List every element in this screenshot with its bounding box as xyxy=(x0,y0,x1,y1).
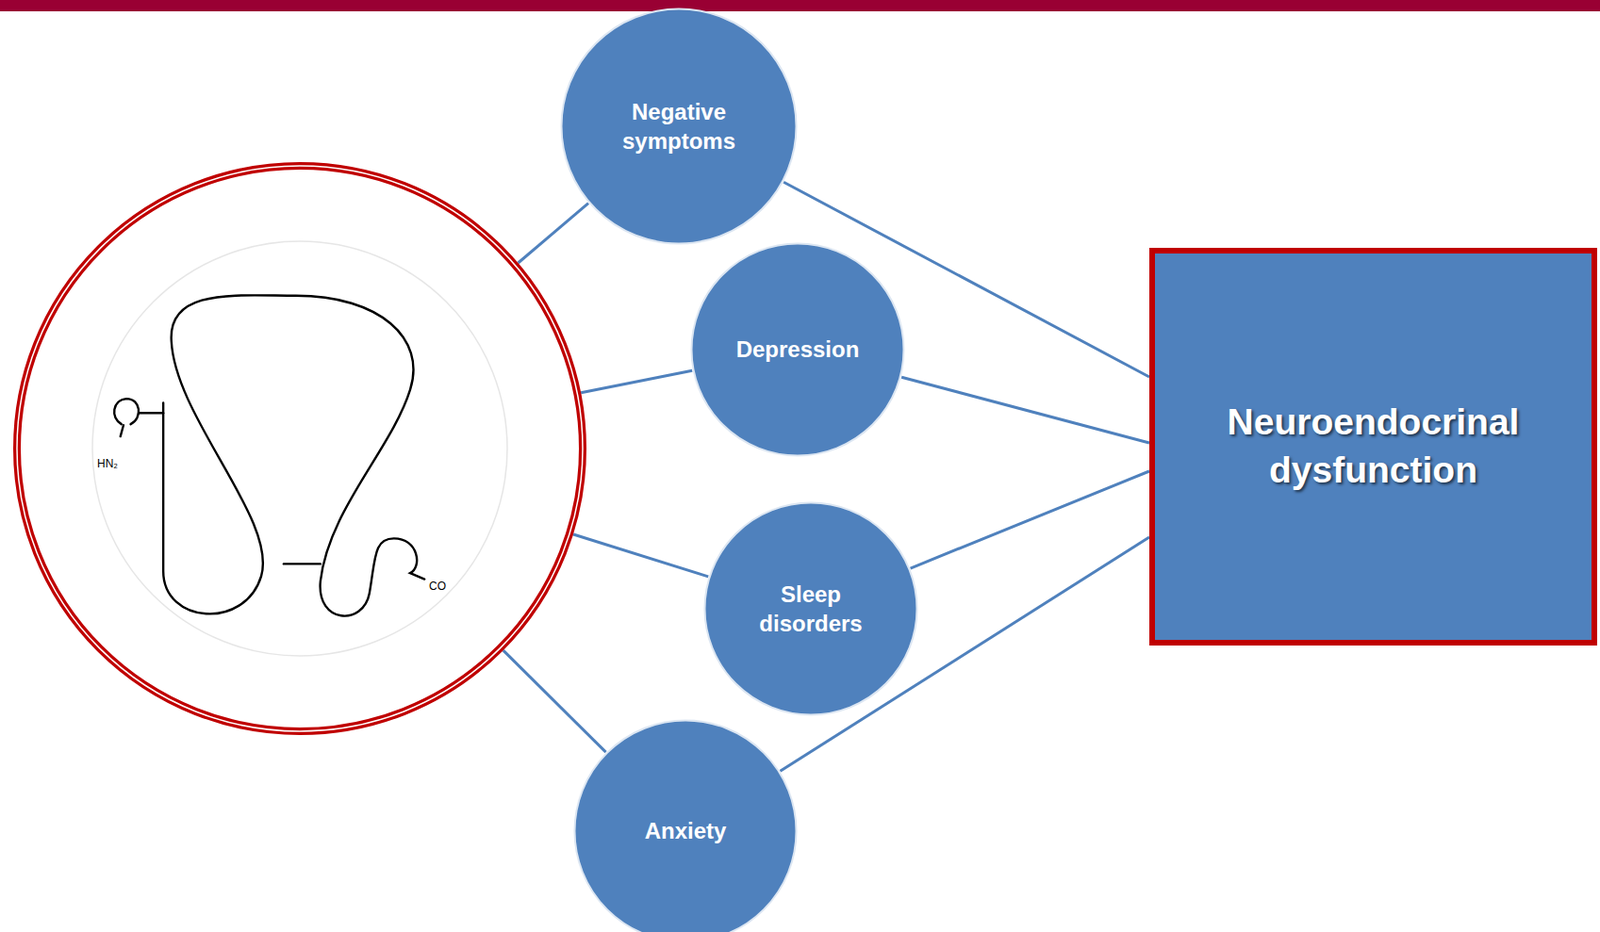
box-title: Neuroendocrinal dysfunction xyxy=(1185,398,1563,495)
circle-label: Sleep disorders xyxy=(740,579,882,639)
connector-stroke xyxy=(910,471,1150,569)
connector-line xyxy=(573,534,709,578)
terminal-label: CO xyxy=(428,579,446,594)
circle-fill xyxy=(705,503,918,716)
topic-circle: Negative symptoms xyxy=(560,7,798,246)
circle-fill xyxy=(692,244,905,457)
label-anchor: HN₂ xyxy=(97,454,118,472)
peptide-backbone xyxy=(163,295,425,616)
connector-line xyxy=(518,203,589,264)
connector-line xyxy=(901,377,1150,444)
connector-stroke xyxy=(518,203,589,264)
connector-line xyxy=(580,370,693,393)
process-box: Neuroendocrinal dysfunction xyxy=(1149,247,1598,646)
circle-outline xyxy=(703,501,919,717)
connector-stroke xyxy=(503,650,607,753)
connector-stroke xyxy=(573,534,709,578)
circle-label: Negative symptoms xyxy=(608,97,750,156)
topic-circle: Anxiety xyxy=(573,719,798,932)
ring-outline xyxy=(11,160,589,738)
red-ring xyxy=(16,165,583,732)
connector-line xyxy=(503,650,607,753)
label-anchor: CO xyxy=(428,577,446,594)
peptide-chain xyxy=(114,295,425,616)
connector-stroke xyxy=(901,377,1150,444)
peptide-circle: HN₂ CO xyxy=(11,160,589,738)
disulfide-bridge xyxy=(138,412,164,414)
circle-label: Depression xyxy=(736,334,860,364)
connector-stroke xyxy=(580,370,693,393)
circle-fill xyxy=(575,721,797,932)
circle-label: Anxiety xyxy=(644,816,727,846)
topic-circle: Depression xyxy=(690,242,906,458)
n-terminal-loop xyxy=(114,398,139,425)
circle-fill xyxy=(561,9,797,245)
header-band xyxy=(0,0,1600,12)
terminal-label: HN₂ xyxy=(97,457,118,471)
connector-line xyxy=(910,471,1150,569)
circle-outline xyxy=(560,7,798,246)
topic-circle: Sleep disorders xyxy=(703,501,919,717)
disulfide-bridge xyxy=(283,562,321,565)
n-terminal-tick xyxy=(120,425,124,437)
inner-disk xyxy=(92,241,508,657)
ring-inner-line xyxy=(16,165,583,732)
